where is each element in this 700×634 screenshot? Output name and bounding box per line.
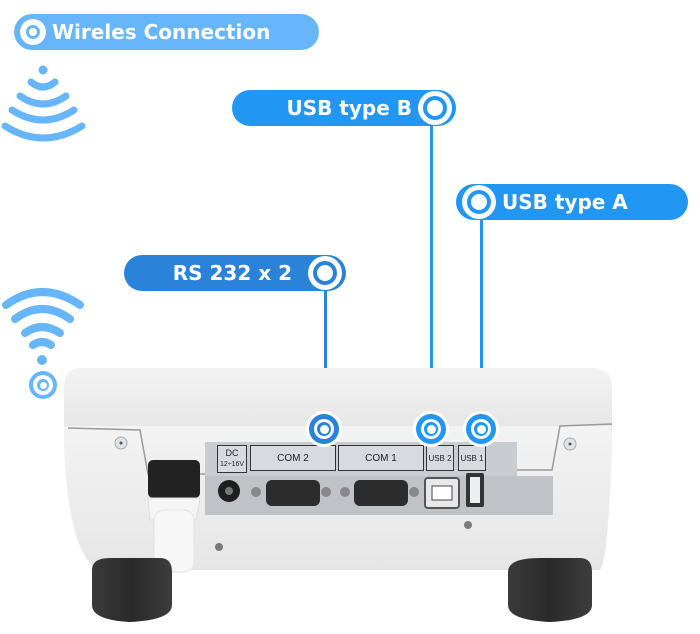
signal-waves-icon [1, 65, 86, 142]
rs232-callout[interactable]: RS 232 x 2 [124, 255, 346, 291]
usb1-port-label: USB 1 [458, 445, 486, 471]
target-ring-icon [418, 91, 452, 125]
dc-label-text: DC [225, 448, 239, 458]
usb-type-a-callout[interactable]: USB type A [456, 184, 688, 220]
usb-a-target-marker[interactable] [463, 411, 499, 447]
com1-port-label: COM 1 [338, 445, 424, 471]
wireless-connection-callout[interactable]: Wireles Connection [14, 14, 319, 50]
rs232-label: RS 232 x 2 [172, 261, 292, 285]
usb-b-target-marker[interactable] [413, 411, 449, 447]
com2-port-label: COM 2 [250, 445, 336, 471]
wireless-connection-label: Wireles Connection [52, 20, 271, 44]
rs232-target-marker[interactable] [306, 411, 342, 447]
dc-port-label: DC 12÷16V [217, 445, 247, 473]
target-ring-icon [462, 185, 496, 219]
usb-type-a-connector-line [480, 220, 483, 416]
usb-type-b-callout[interactable]: USB type B [232, 90, 456, 126]
usb-type-a-label: USB type A [502, 190, 628, 214]
balance-device [64, 368, 613, 622]
target-ring-icon [20, 19, 46, 45]
usb2-port-label: USB 2 [426, 445, 454, 471]
usb-type-b-connector-line [430, 126, 433, 416]
target-ring-icon [308, 256, 342, 290]
usb-type-b-label: USB type B [286, 96, 412, 120]
dc-voltage-text: 12÷16V [219, 461, 245, 468]
wifi-icon [2, 288, 84, 365]
wireless-target-marker [26, 368, 60, 402]
rs232-connector-line [324, 291, 327, 416]
